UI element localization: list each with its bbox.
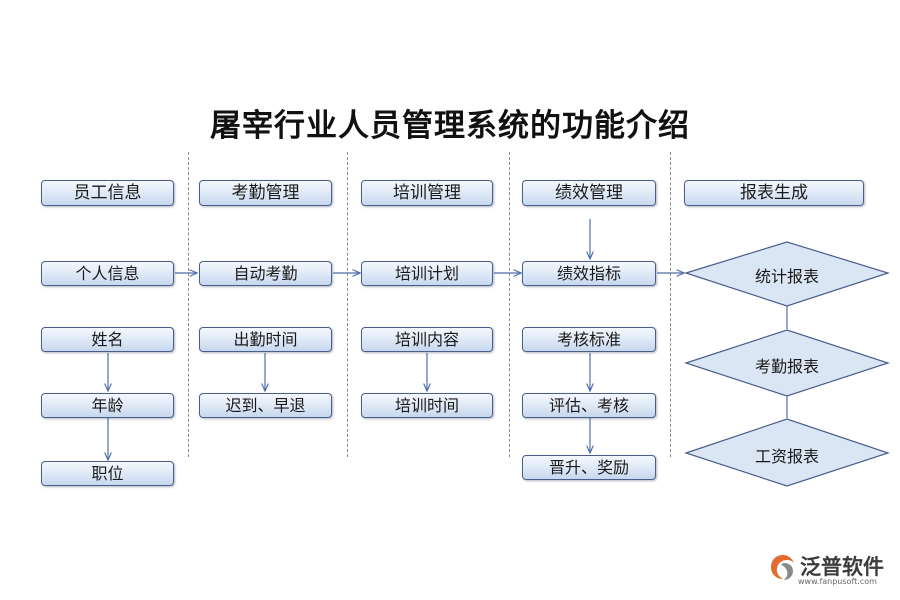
attendance-time-box: 出勤时间 (199, 327, 332, 352)
fanpu-logo-icon (771, 555, 794, 580)
statistics-report-label: 统计报表 (754, 267, 819, 286)
column-divider (509, 152, 510, 457)
column-divider (347, 152, 348, 457)
diamond-wage-report (684, 418, 890, 487)
fanpu-logo-name: 泛普软件 (800, 555, 884, 579)
training-plan-box: 培训计划 (361, 261, 493, 286)
age-box: 年龄 (41, 393, 174, 418)
wage-report-label: 工资报表 (754, 447, 819, 466)
fanpu-logo: 泛普软件 www.fanpusoft.com (768, 550, 898, 586)
performance-kpi-box: 绩效指标 (522, 261, 656, 286)
diamond-attendance-report (684, 329, 890, 397)
diagram-title: 屠宰行业人员管理系统的功能介绍 (210, 108, 690, 144)
fanpu-logo-url: www.fanpusoft.com (798, 577, 877, 586)
evaluation-box: 评估、考核 (522, 393, 656, 418)
diamond-statistics-report (684, 241, 890, 307)
report-header: 报表生成 (684, 180, 864, 206)
attendance-report-label: 考勤报表 (754, 357, 819, 376)
attendance-header: 考勤管理 (199, 180, 332, 206)
performance-header: 绩效管理 (522, 180, 656, 206)
training-header: 培训管理 (361, 180, 493, 206)
personal-info-box: 个人信息 (41, 261, 174, 286)
employee-info-header: 员工信息 (41, 180, 174, 206)
name-box: 姓名 (41, 327, 174, 352)
promotion-reward-box: 晋升、奖励 (522, 455, 656, 480)
late-early-box: 迟到、早退 (199, 393, 332, 418)
training-content-box: 培训内容 (361, 327, 493, 352)
assessment-standard-box: 考核标准 (522, 327, 656, 352)
column-divider (188, 152, 189, 457)
column-divider (670, 152, 671, 457)
auto-attendance-box: 自动考勤 (199, 261, 332, 286)
position-box: 职位 (41, 461, 174, 486)
training-time-box: 培训时间 (361, 393, 493, 418)
